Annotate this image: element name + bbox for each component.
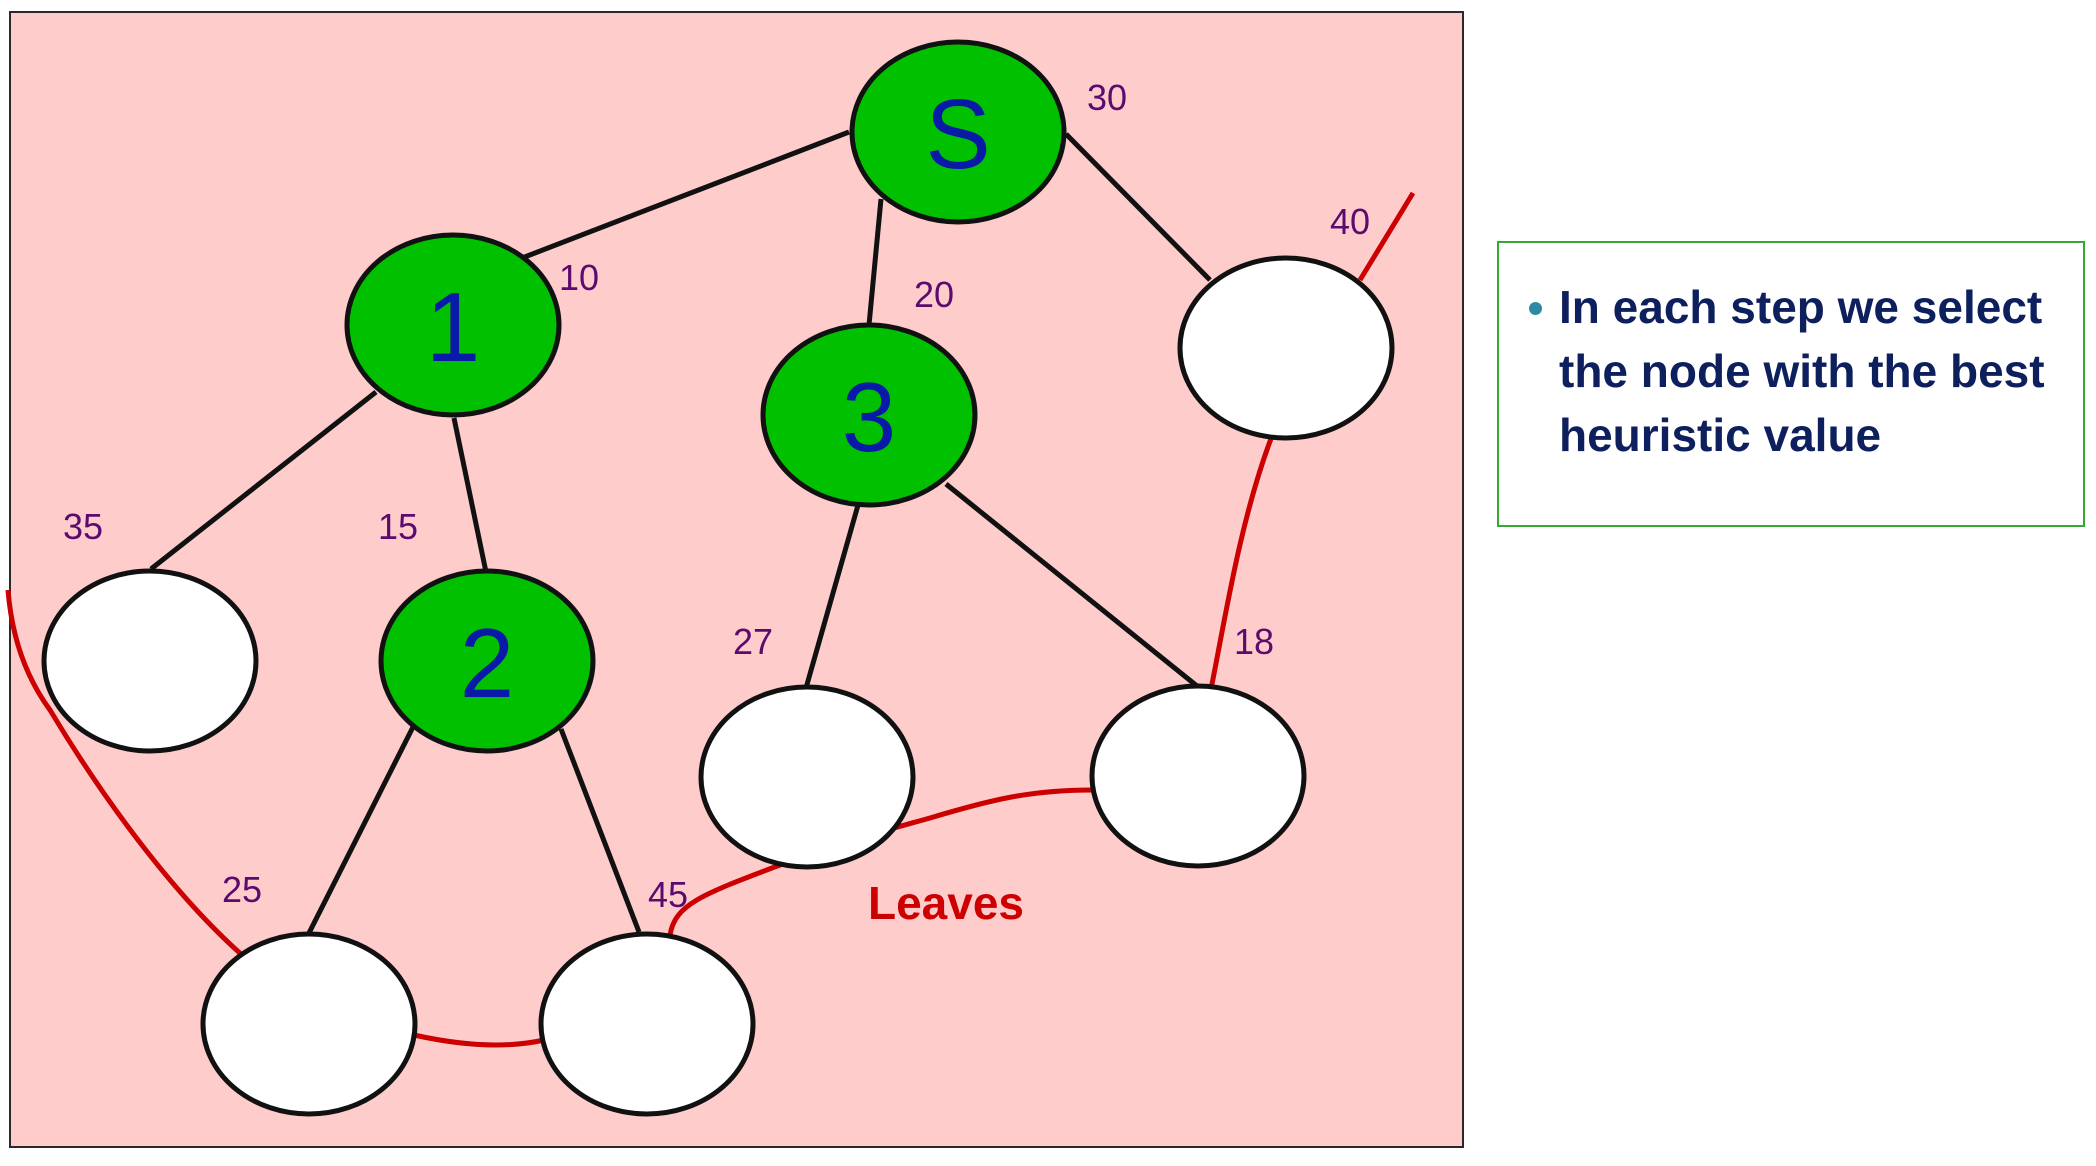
node-s: S: [849, 39, 1067, 225]
edge-s-40: [1064, 132, 1212, 282]
node-2-ellipse: [378, 568, 596, 754]
frontier-line-left: [5, 589, 244, 957]
value-45: 45: [648, 874, 688, 915]
node-45-ellipse: [538, 931, 756, 1117]
value-3: 20: [914, 274, 954, 315]
node-40: [1177, 255, 1395, 441]
heuristic-values: 30 10 20 40 35 15 27 18 25 45: [63, 77, 1370, 915]
node-1-label: 1: [426, 272, 481, 382]
frontier-line-top-right: [1357, 191, 1416, 282]
note-bullet-text: In each step we select the node with the…: [1559, 281, 2045, 461]
node-18: [1089, 683, 1307, 869]
edge-1-35: [149, 390, 378, 571]
node-s-label: S: [925, 79, 990, 189]
value-s: 30: [1087, 77, 1127, 118]
edge-s-1: [521, 129, 850, 261]
frontier-line-bottom: [413, 1032, 545, 1048]
bullet-dot-icon: [1529, 302, 1542, 315]
leaves-label: Leaves: [868, 877, 1024, 929]
value-1: 10: [559, 257, 599, 298]
value-2: 15: [378, 506, 418, 547]
value-18: 18: [1234, 621, 1274, 662]
node-2: 2: [378, 568, 596, 754]
value-27: 27: [733, 621, 773, 662]
edges: [149, 129, 1212, 935]
frontier-line-right: [1208, 435, 1275, 690]
node-40-ellipse: [1177, 255, 1395, 441]
edge-s-3: [866, 198, 884, 326]
edge-2-45: [558, 728, 642, 933]
node-3-label: 3: [842, 362, 897, 472]
note-list: In each step we select the node with the…: [1529, 275, 2065, 467]
node-25-ellipse: [200, 931, 418, 1117]
node-35: [41, 568, 259, 754]
node-18-ellipse: [1089, 683, 1307, 869]
nodes: S 1 3 2: [41, 39, 1395, 1117]
edge-3-18: [944, 482, 1199, 688]
node-3-ellipse: [760, 322, 978, 508]
node-35-ellipse: [41, 568, 259, 754]
node-2-label: 2: [460, 608, 515, 718]
value-40: 40: [1330, 201, 1370, 242]
edge-1-2: [451, 417, 489, 573]
node-s-ellipse: [849, 39, 1067, 225]
node-27: [698, 684, 916, 870]
note-box: In each step we select the node with the…: [1497, 241, 2085, 527]
note-bullet-item: In each step we select the node with the…: [1529, 275, 2065, 467]
node-1: 1: [344, 232, 562, 418]
node-1-ellipse: [344, 232, 562, 418]
node-3: 3: [760, 322, 978, 508]
node-25: [200, 931, 418, 1117]
node-45: [538, 931, 756, 1117]
edge-2-25: [306, 725, 416, 935]
value-25: 25: [222, 869, 262, 910]
node-27-ellipse: [698, 684, 916, 870]
value-35: 35: [63, 506, 103, 547]
